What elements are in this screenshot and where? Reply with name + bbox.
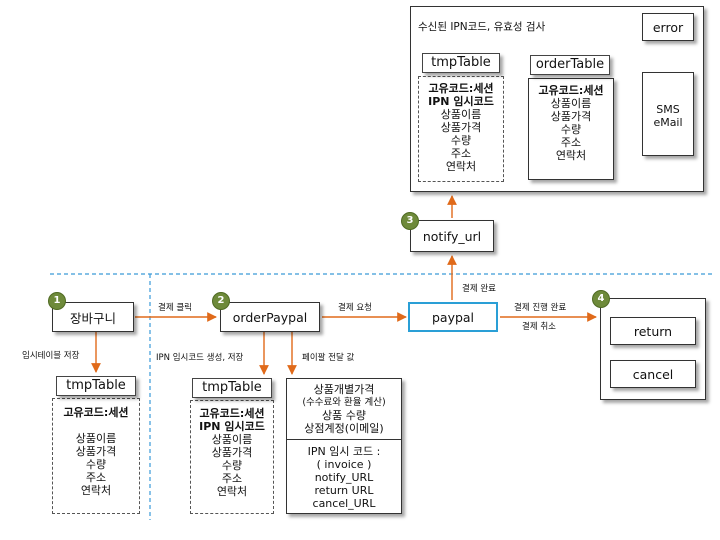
store-account: 상점계정(이메일) xyxy=(304,422,384,435)
payment-progress-complete-label: 결제 진행 완료 xyxy=(514,303,567,313)
field-quantity: 수량 xyxy=(221,459,243,472)
field-product-name: 상품이름 xyxy=(550,97,592,110)
payment-complete-label: 결제 완료 xyxy=(462,284,496,294)
field-contact: 연락처 xyxy=(80,484,112,497)
field-product-name: 상품이름 xyxy=(211,433,253,446)
field-quantity: 수량 xyxy=(450,134,472,147)
paypal-values-label: 페이팔 전달 값 xyxy=(302,353,355,363)
payment-cancel-label: 결제 취소 xyxy=(522,322,556,332)
field-contact: 연락처 xyxy=(445,160,477,173)
field-quantity: 수량 xyxy=(85,458,107,471)
cart-label: 장바구니 xyxy=(69,310,116,326)
paypal-values-top: 상품개별가격 (수수료와 환율 계산) 상품 수량 상점계정(이메일) xyxy=(287,383,401,435)
field-address: 주소 xyxy=(450,147,472,160)
field-unique-code: 고유코드:세션 xyxy=(199,407,265,420)
field-address: 주소 xyxy=(560,136,582,149)
cart-box: 장바구니 xyxy=(52,302,134,332)
order-tmptable-title: tmpTable xyxy=(192,378,272,398)
top-tmptable: 고유코드:세션 IPN 임시코드 상품이름 상품가격 수량 주소 연락처 xyxy=(418,76,504,182)
order-tmptable-fields: 고유코드:세션 IPN 임시코드 상품이름 상품가격 수량 주소 연락처 xyxy=(191,407,273,498)
payment-request-label: 결제 요청 xyxy=(338,303,372,313)
paypal-values-box: 상품개별가격 (수수료와 환율 계산) 상품 수량 상점계정(이메일) IPN … xyxy=(286,378,402,514)
ipn-code-create-label: IPN 임시코드 생성, 저장 xyxy=(156,353,244,363)
payment-click-label: 결제 클릭 xyxy=(158,303,192,313)
notify-url-label: notify_url xyxy=(422,228,482,244)
field-product-price: 상품가격 xyxy=(550,110,592,123)
paypal-box: paypal xyxy=(408,302,498,332)
step-1-badge: 1 xyxy=(48,292,66,310)
field-unique-code: 고유코드:세션 xyxy=(63,406,129,419)
sms-label: SMS xyxy=(656,103,680,116)
order-paypal-box: orderPaypal xyxy=(220,302,320,332)
field-contact: 연락처 xyxy=(555,149,587,162)
step-4-badge: 4 xyxy=(592,290,610,308)
step-2-badge: 2 xyxy=(212,292,230,310)
order-tmptable: 고유코드:세션 IPN 임시코드 상품이름 상품가격 수량 주소 연락처 xyxy=(190,400,274,514)
top-tmptable-fields: 고유코드:세션 IPN 임시코드 상품이름 상품가격 수량 주소 연락처 xyxy=(419,82,503,173)
top-tmptable-title: tmpTable xyxy=(422,53,500,73)
cancel-box: cancel xyxy=(610,360,696,388)
paypal-values-bottom: IPN 임시 코드 : ( invoice ) notify_URL retur… xyxy=(287,445,401,510)
cart-tmptable-fields: 고유코드:세션 상품이름 상품가격 수량 주소 연락처 xyxy=(53,406,139,497)
field-address: 주소 xyxy=(85,471,107,484)
field-unique-code: 고유코드:세션 xyxy=(538,84,604,97)
field-product-price: 상품가격 xyxy=(440,121,482,134)
return-url-value: return URL xyxy=(314,484,374,497)
field-product-name: 상품이름 xyxy=(440,108,482,121)
error-label: error xyxy=(652,19,684,35)
cart-tmptable: 고유코드:세션 상품이름 상품가격 수량 주소 연락처 xyxy=(52,398,140,514)
field-product-price: 상품가격 xyxy=(75,445,117,458)
ipn-temp-code: IPN 임시 코드 : xyxy=(307,445,381,458)
field-unique-code: 고유코드:세션 xyxy=(428,82,494,95)
item-quantity: 상품 수량 xyxy=(322,409,366,422)
field-ipn-code: IPN 임시코드 xyxy=(199,420,265,433)
error-box: error xyxy=(642,13,694,41)
order-table-title: orderTable xyxy=(530,55,610,75)
notify-url-box: notify_url xyxy=(410,220,494,252)
field-contact: 연락처 xyxy=(216,485,248,498)
save-temp-table-label: 임시테이블 저장 xyxy=(22,351,80,361)
values-divider xyxy=(287,439,401,440)
field-product-price: 상품가격 xyxy=(211,446,253,459)
item-unit-price: 상품개별가격 xyxy=(313,383,375,396)
step-3-badge: 3 xyxy=(401,212,419,230)
sms-email-box: SMS eMail xyxy=(642,72,694,156)
email-label: eMail xyxy=(653,116,683,129)
field-blank xyxy=(53,419,139,432)
return-label: return xyxy=(633,323,673,339)
cancel-label: cancel xyxy=(632,366,674,382)
field-product-name: 상품이름 xyxy=(75,432,117,445)
field-address: 주소 xyxy=(221,472,243,485)
order-table: 고유코드:세션 상품이름 상품가격 수량 주소 연락처 xyxy=(528,78,614,180)
cancel-url-value: cancel_URL xyxy=(312,497,376,510)
paypal-label: paypal xyxy=(431,309,475,325)
field-quantity: 수량 xyxy=(560,123,582,136)
order-paypal-label: orderPaypal xyxy=(232,309,308,325)
sms-email-labels: SMS eMail xyxy=(643,103,693,129)
invoice-label: ( invoice ) xyxy=(316,458,372,471)
ipn-check-label: 수신된 IPN코드, 유효성 검사 xyxy=(418,21,546,33)
order-table-fields: 고유코드:세션 상품이름 상품가격 수량 주소 연락처 xyxy=(529,84,613,162)
notify-url-value: notify_URL xyxy=(314,471,374,484)
field-ipn-code: IPN 임시코드 xyxy=(428,95,494,108)
cart-tmptable-title: tmpTable xyxy=(56,376,136,396)
return-box: return xyxy=(610,317,696,345)
fee-exchange-note: (수수료와 환율 계산) xyxy=(302,397,386,408)
